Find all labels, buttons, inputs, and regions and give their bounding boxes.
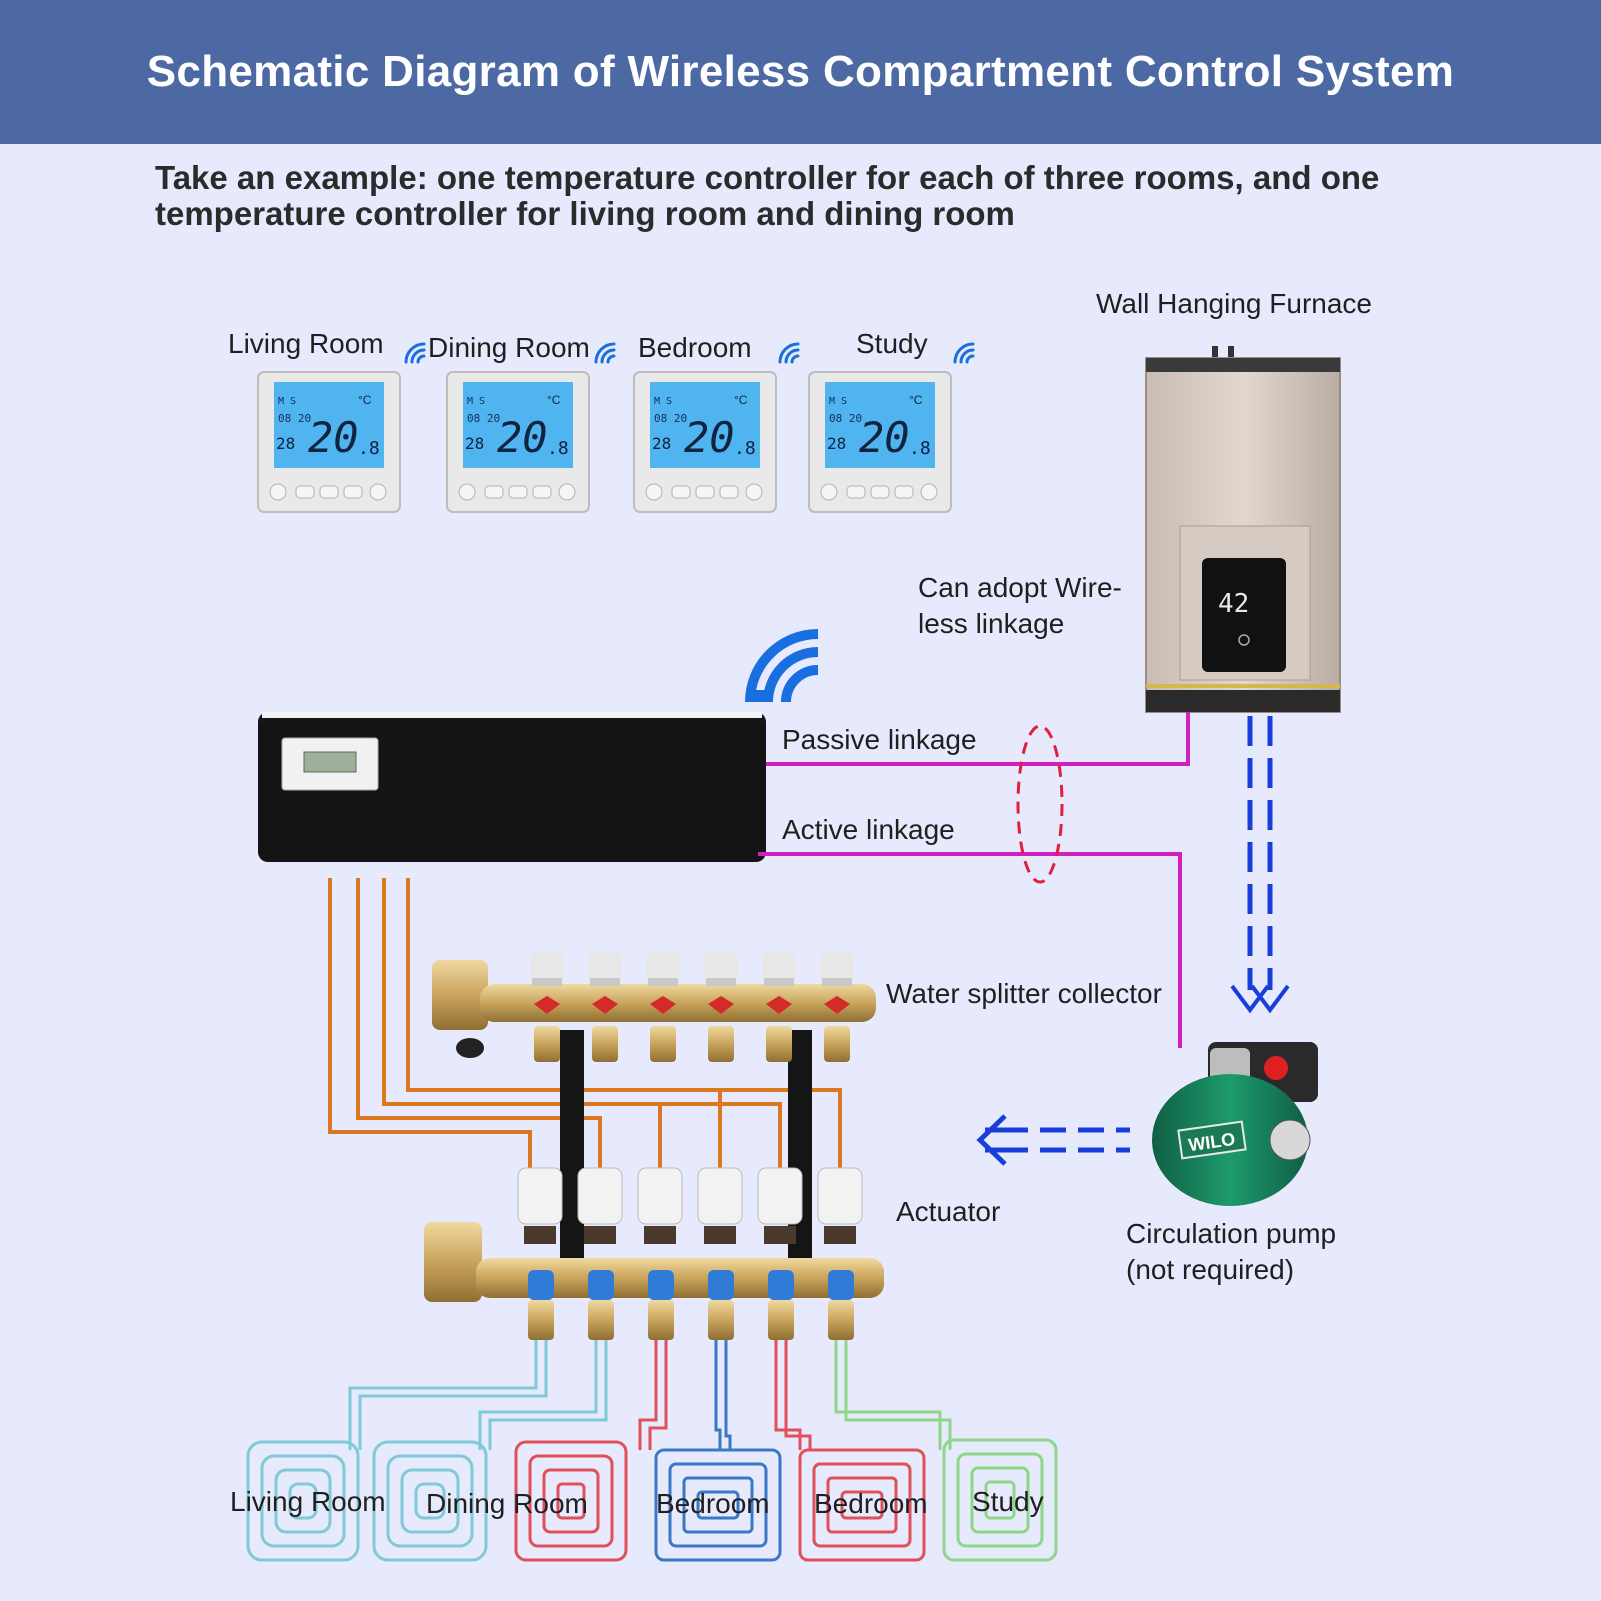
thermostat-reading: 20 [497, 413, 548, 462]
svg-text:.8: .8 [547, 438, 569, 459]
floor-loop-label-bedroom-1: Bedroom [656, 1488, 770, 1519]
svg-text:08 20: 08 20 [829, 412, 862, 425]
svg-text:°C: °C [358, 393, 372, 407]
floor-loop-bedroom-1 [514, 1440, 628, 1562]
floor-loop-label-living-room: Living Room [230, 1486, 386, 1517]
floor-loop-supply-lines [348, 1340, 952, 1450]
pump-label: Circulation pump (not required) [1126, 1218, 1337, 1285]
actuator-row [517, 1167, 863, 1244]
floor-loop-study [942, 1438, 1058, 1562]
svg-text:.8: .8 [734, 438, 756, 459]
floor-loop-label-bedroom-2: Bedroom [814, 1488, 928, 1519]
floor-loop-label-study: Study [972, 1486, 1044, 1517]
svg-text:08 20: 08 20 [467, 412, 500, 425]
actuator-control-wires [328, 878, 842, 1170]
floor-loop-living-room [246, 1440, 360, 1562]
svg-text:°C: °C [547, 393, 561, 407]
svg-text:M S: M S [654, 396, 672, 407]
thermostat-label-dining-room: Dining Room [428, 332, 590, 363]
splitter-label: Water splitter collector [886, 978, 1162, 1009]
furnace-label: Wall Hanging Furnace [1096, 288, 1372, 319]
down-arrow-icon [1230, 984, 1290, 1014]
left-arrow-icon [976, 1114, 1130, 1166]
svg-text:28: 28 [827, 434, 846, 453]
svg-text:28: 28 [465, 434, 484, 453]
active-linkage-wire [758, 852, 1182, 1048]
svg-text:.8: .8 [909, 438, 931, 459]
thermostat-reading: 20 [684, 413, 735, 462]
page-title: Schematic Diagram of Wireless Compartmen… [146, 47, 1455, 96]
linkage-choice-marker [1016, 724, 1064, 884]
controller-lcd [303, 751, 357, 773]
floor-loop-bedroom-3 [798, 1448, 926, 1562]
svg-text:M S: M S [278, 396, 296, 407]
active-linkage-label: Active linkage [782, 814, 955, 845]
collector-manifold [424, 1222, 884, 1340]
floor-loop-dining-room [372, 1440, 488, 1562]
svg-text:08 20: 08 20 [278, 412, 311, 425]
furnace-pump-pipes [1247, 716, 1273, 990]
thermostat-reading: 20 [859, 413, 910, 462]
svg-text:42: 42 [1218, 589, 1249, 619]
thermostat-dining-room: M S 08 20 20 .8 28 °C [446, 371, 590, 513]
passive-linkage-label: Passive linkage [782, 724, 977, 755]
water-splitter-collector [432, 952, 876, 1260]
subtitle: Take an example: one temperature control… [155, 159, 1380, 232]
thermostat-study: M S 08 20 20 .8 28 °C [808, 371, 952, 513]
thermostat-screen [274, 382, 384, 468]
wall-hanging-furnace: 42 [1145, 346, 1341, 713]
svg-text:28: 28 [276, 434, 295, 453]
svg-text:08 20: 08 20 [654, 412, 687, 425]
furnace-display [1202, 558, 1286, 672]
splitter-valve-row [530, 952, 854, 1062]
actuator-label: Actuator [896, 1196, 1001, 1227]
svg-text:°C: °C [909, 393, 923, 407]
svg-text:.8: .8 [358, 438, 380, 459]
passive-linkage-wire [766, 712, 1190, 766]
thermostat-row: M S 08 20 20 .8 28 °C M S 08 20 20 .8 28… [257, 371, 952, 513]
svg-text:°C: °C [734, 393, 748, 407]
svg-text:28: 28 [652, 434, 671, 453]
wireless-linkage-note: Can adopt Wire- less linkage [918, 572, 1122, 639]
thermostat-bedroom: M S 08 20 20 .8 28 °C [633, 371, 777, 513]
thermostat-reading: 20 [308, 413, 359, 462]
floor-loop-label-dining-room: Dining Room [426, 1488, 588, 1519]
circulation-pump: WILO [1152, 1042, 1318, 1206]
thermostat-living-room: M S 08 20 20 .8 28 °C [257, 371, 401, 513]
wireless-controller [258, 712, 766, 862]
svg-text:M S: M S [467, 396, 485, 407]
floor-loop-bedroom-2 [654, 1448, 782, 1562]
thermostat-label-living-room: Living Room [228, 328, 384, 359]
thermostat-screen [825, 382, 935, 468]
svg-text:M S: M S [829, 396, 847, 407]
thermostat-screen [650, 382, 760, 468]
thermostat-label-bedroom: Bedroom [638, 332, 752, 363]
thermostat-screen [463, 382, 573, 468]
thermostat-label-study: Study [856, 328, 928, 359]
wifi-icon [404, 342, 975, 364]
wireless-signal-icon [745, 629, 819, 703]
header-bar: Schematic Diagram of Wireless Compartmen… [0, 0, 1601, 144]
